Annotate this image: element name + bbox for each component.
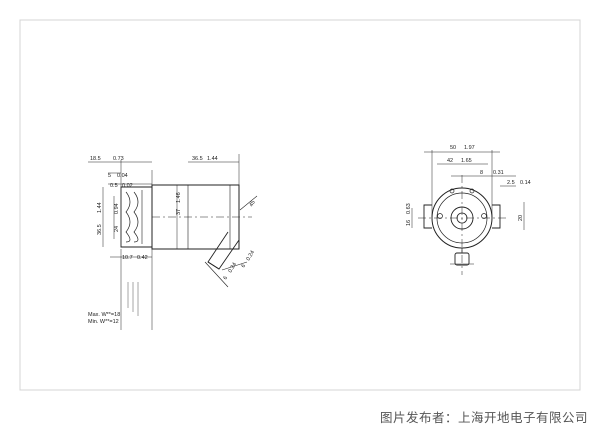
dim-1-65: 1.65: [461, 158, 472, 164]
clamp-flange: [120, 186, 153, 248]
dim-0-24: 0.24: [228, 262, 239, 274]
sheet-border: [19, 19, 581, 391]
dim-0-24-b: 0.24: [246, 250, 257, 262]
dim-16: 16: [406, 220, 412, 226]
right-clamp-ear: [492, 204, 501, 229]
dim-0-02: 0.02: [122, 183, 133, 189]
dim-20: 20: [518, 215, 524, 221]
side-view-labels: 18.5 0.73 36.5 1.44 5 0.04 0.5 0.02 36.5…: [88, 156, 257, 325]
dim-0-42: 0.42: [137, 255, 148, 261]
dim-36-5-vertical: 36.5: [97, 224, 103, 235]
dim-0-5: 0.5: [110, 183, 118, 189]
dim-5: 5: [108, 173, 111, 179]
dim-2-5: 2.5: [507, 180, 515, 186]
left-clamp-ear: [423, 204, 432, 229]
dim-8: 8: [480, 170, 483, 176]
dim-0-94: 0.94: [114, 203, 120, 214]
dim-50: 50: [450, 145, 456, 151]
dim-45: 45: [249, 200, 257, 208]
dim-36-5: 36.5: [192, 156, 203, 162]
note-min-w: Min. W**=12: [88, 319, 119, 325]
dim-1-44: 1.44: [207, 156, 218, 162]
dim-0-63: 0.63: [406, 203, 412, 214]
dim-0-73: 0.73: [113, 156, 124, 162]
dim-1-44-vertical: 1.44: [97, 202, 103, 213]
dim-6-b: 6: [241, 263, 248, 269]
dim-10-7: 10.7: [122, 255, 133, 261]
image-caption: 图片发布者：上海开地电子有限公司: [379, 410, 588, 425]
dim-42: 42: [447, 158, 453, 164]
note-max-w: Max. W**=18: [88, 312, 120, 318]
front-view-labels: 50 1.97 42 1.65 8 0.31 2.5 0.14 16 0.63 …: [406, 145, 531, 226]
dim-0-14: 0.14: [520, 180, 531, 186]
dim-6: 6: [223, 275, 230, 281]
dim-37: 37: [176, 209, 182, 215]
dim-1-46: 1.46: [176, 192, 182, 203]
dim-18-5: 18.5: [90, 156, 101, 162]
dim-0-04: 0.04: [117, 173, 128, 179]
dim-1-97: 1.97: [464, 145, 475, 151]
dim-24: 24: [114, 226, 120, 232]
side-view: [88, 154, 258, 330]
front-view: [411, 150, 525, 275]
dim-0-31: 0.31: [493, 170, 504, 176]
